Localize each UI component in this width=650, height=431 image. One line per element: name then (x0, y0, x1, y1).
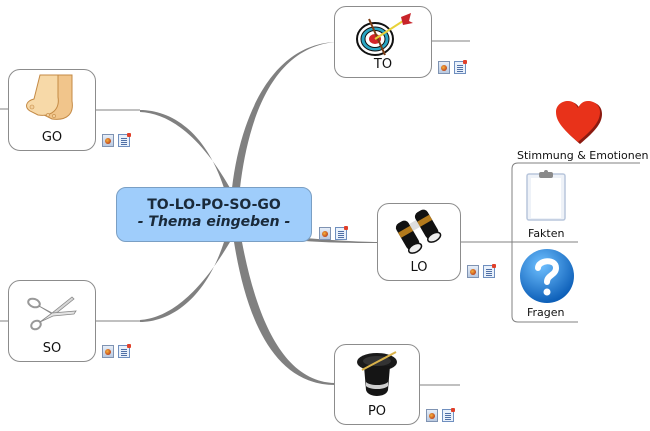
central-title: TO-LO-PO-SO-GO (147, 197, 281, 213)
clipboard-icon (526, 170, 566, 221)
notes-icon[interactable] (118, 133, 131, 147)
notes-icon[interactable] (483, 264, 496, 278)
notes-icon[interactable] (118, 344, 131, 358)
topic-lo-label: LO (410, 260, 428, 275)
hyperlink-icon[interactable] (426, 409, 438, 422)
subtopic-fakten-label[interactable]: Fakten (528, 227, 565, 240)
topic-to[interactable]: TO (334, 6, 432, 78)
connector-po (234, 242, 335, 385)
connector-lo (305, 238, 378, 243)
binoculars-icon (395, 209, 442, 254)
topic-po-label: PO (367, 404, 387, 419)
notes-icon[interactable] (335, 226, 348, 240)
subtopic-stimmung-label[interactable]: Stimmung & Emotionen (517, 149, 649, 162)
to-attachments (438, 60, 467, 74)
go-attachments (102, 133, 131, 147)
topic-so-label: SO (42, 341, 62, 356)
hyperlink-icon[interactable] (467, 265, 479, 278)
central-attachments (319, 226, 348, 240)
target-arrow-icon (356, 13, 413, 56)
central-subtitle: - Thema eingeben - (137, 214, 291, 230)
subtopic-fragen-label[interactable]: Fragen (527, 306, 565, 319)
topic-lo[interactable]: LO (377, 203, 461, 281)
topic-so[interactable]: SO (8, 280, 96, 362)
hyperlink-icon[interactable] (102, 345, 114, 358)
topic-go[interactable]: GO (8, 69, 96, 151)
po-attachments (426, 408, 455, 422)
magic-hat-icon (357, 351, 397, 396)
so-attachments (102, 344, 131, 358)
hyperlink-icon[interactable] (102, 134, 114, 147)
topic-po[interactable]: PO (334, 344, 420, 425)
topic-to-label: TO (373, 57, 393, 72)
heart-icon (556, 101, 602, 144)
feet-icon (26, 74, 73, 120)
notes-icon[interactable] (442, 408, 455, 422)
hyperlink-icon[interactable] (438, 61, 450, 74)
central-topic[interactable]: TO-LO-PO-SO-GO - Thema eingeben - (116, 187, 312, 242)
hyperlink-icon[interactable] (319, 227, 331, 240)
connector-go (140, 110, 230, 188)
notes-icon[interactable] (454, 60, 467, 74)
question-icon (520, 249, 574, 303)
connector-to (232, 42, 335, 188)
lo-attachments (467, 264, 496, 278)
topic-go-label: GO (41, 130, 63, 145)
scissors-icon (27, 296, 77, 331)
connector-so (140, 242, 230, 322)
